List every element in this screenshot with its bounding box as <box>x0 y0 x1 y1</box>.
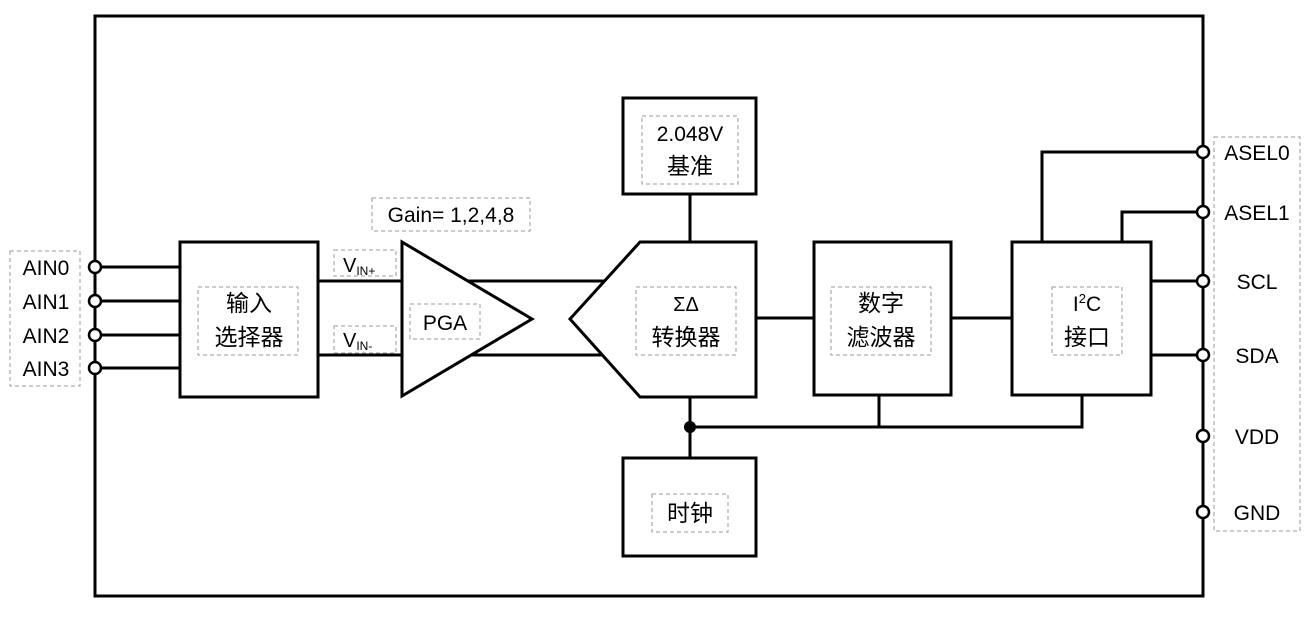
gain-label: Gain= 1,2,4,8 <box>388 204 515 227</box>
pin-label-sda: SDA <box>1235 345 1278 368</box>
pin-label-scl: SCL <box>1237 271 1278 294</box>
pin-label-asel1: ASEL1 <box>1224 202 1289 225</box>
pga-label-frame <box>409 303 481 340</box>
clock-label: 时钟 <box>667 501 713 527</box>
clock-label-frame <box>651 493 729 533</box>
vin-plus-label: VIN+ <box>343 255 375 278</box>
pin-label-vdd: VDD <box>1235 426 1279 449</box>
pin-label-ain0: AIN0 <box>23 257 70 280</box>
adc-label-line2: 转换器 <box>652 325 721 351</box>
pin-label-asel0: ASEL0 <box>1224 142 1289 165</box>
filter-label-line2: 滤波器 <box>847 325 916 351</box>
input-mux-label-line2: 选择器 <box>215 325 284 351</box>
pga-label: PGA <box>423 312 467 335</box>
reference-label-line1: 2.048V <box>657 123 724 146</box>
filter-block <box>812 240 953 397</box>
i2c-label-line2: 接口 <box>1064 325 1110 351</box>
reference-block <box>621 96 758 196</box>
adc-label-line1: ΣΔ <box>673 294 699 316</box>
reference-label-frame <box>641 115 739 185</box>
wires <box>101 150 1196 458</box>
pga-amplifier <box>400 239 535 399</box>
clock-junction-dot <box>684 421 696 433</box>
clock-block <box>621 456 758 558</box>
adc-block <box>567 240 758 399</box>
input-mux-block <box>178 240 320 399</box>
vin-minus-label: VIN- <box>343 330 372 353</box>
pin-label-ain3: AIN3 <box>23 358 70 381</box>
i2c-label-frame <box>1051 286 1123 356</box>
gain-label-frame <box>371 197 531 232</box>
right-pin-circles <box>1195 144 1211 520</box>
left-pins-frame <box>9 250 81 387</box>
filter-label-frame <box>830 286 932 356</box>
reference-label-line2: 基准 <box>667 154 713 180</box>
right-pins-frame <box>1213 136 1301 532</box>
pin-label-ain1: AIN1 <box>23 291 70 314</box>
input-mux-label-frame <box>197 286 299 356</box>
input-mux-label-line1: 输入 <box>226 291 272 317</box>
left-pin-circles <box>87 259 103 376</box>
i2c-block <box>1010 240 1153 397</box>
vin-plus-frame <box>333 249 397 277</box>
i2c-label-line1: I2C <box>1073 291 1101 316</box>
pin-label-gnd: GND <box>1234 502 1281 525</box>
adc-label-frame <box>635 286 737 356</box>
pin-label-ain2: AIN2 <box>23 325 70 348</box>
vin-minus-frame <box>333 325 397 354</box>
filter-label-line1: 数字 <box>858 291 904 317</box>
